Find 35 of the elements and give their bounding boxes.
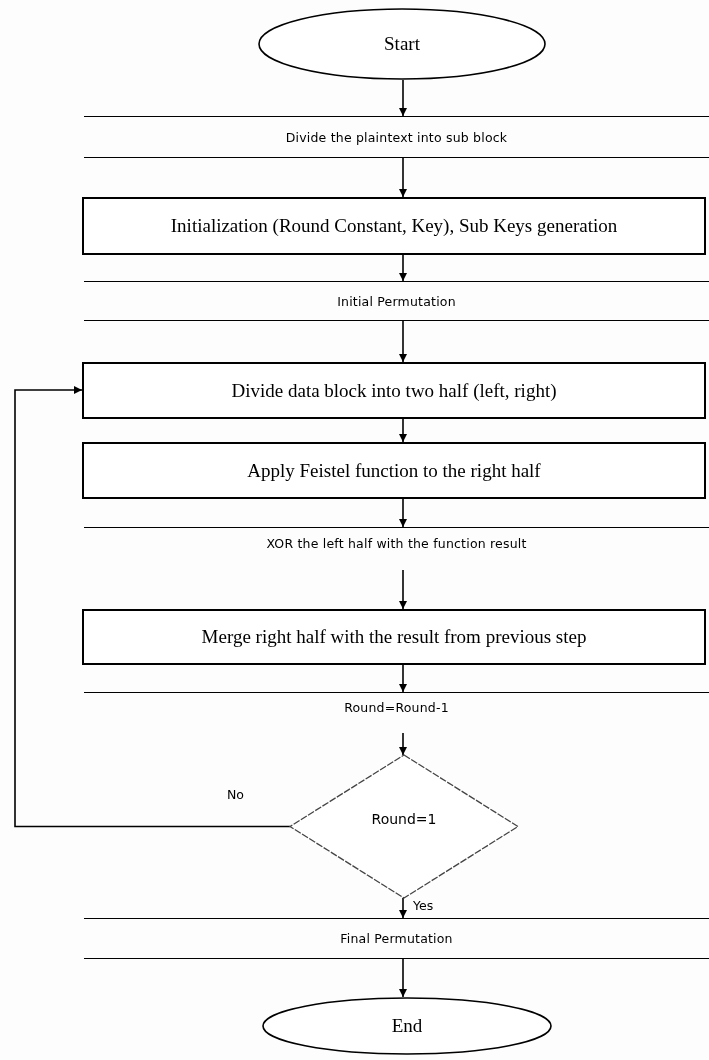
process-box xyxy=(82,442,706,499)
arrow xyxy=(399,157,407,198)
process-box xyxy=(82,197,706,255)
step-text: Divide data block into two half (left, right) xyxy=(231,379,557,402)
edge-label: Yes xyxy=(411,898,436,913)
step-text: Initial Permutation xyxy=(337,293,456,309)
arrow xyxy=(399,320,407,363)
arrow xyxy=(399,732,407,756)
process-band xyxy=(84,116,709,158)
step-text: Initialization (Round Constant, Key), Sub Keys generation xyxy=(170,215,618,237)
step-text: XOR the left half with the function result xyxy=(266,535,527,551)
arrow xyxy=(399,79,407,117)
process-box xyxy=(82,362,706,419)
process-box xyxy=(82,609,706,665)
arrow xyxy=(399,897,407,919)
step-text: Apply Feistel function to the right half xyxy=(247,459,541,482)
arrow xyxy=(399,664,407,693)
process-band xyxy=(84,918,709,959)
terminal-ellipse xyxy=(262,997,552,1055)
step-text: Final Permutation xyxy=(340,931,453,946)
step-text: End xyxy=(391,1015,423,1037)
step-text: Divide the plaintext into sub block xyxy=(285,129,508,145)
arrow xyxy=(14,386,291,828)
arrow xyxy=(399,254,407,282)
arrow xyxy=(399,958,407,998)
step-text: Round=Round-1 xyxy=(344,699,449,715)
step-text: Start xyxy=(384,33,420,55)
arrow xyxy=(399,498,407,528)
arrow xyxy=(399,418,407,443)
decision-diamond xyxy=(290,755,518,898)
arrow xyxy=(399,569,407,610)
step-text: Round=1 xyxy=(371,810,437,827)
terminal-ellipse xyxy=(258,8,546,80)
process-band xyxy=(84,281,709,321)
step-text: Merge right half with the result from previous step xyxy=(201,626,587,648)
